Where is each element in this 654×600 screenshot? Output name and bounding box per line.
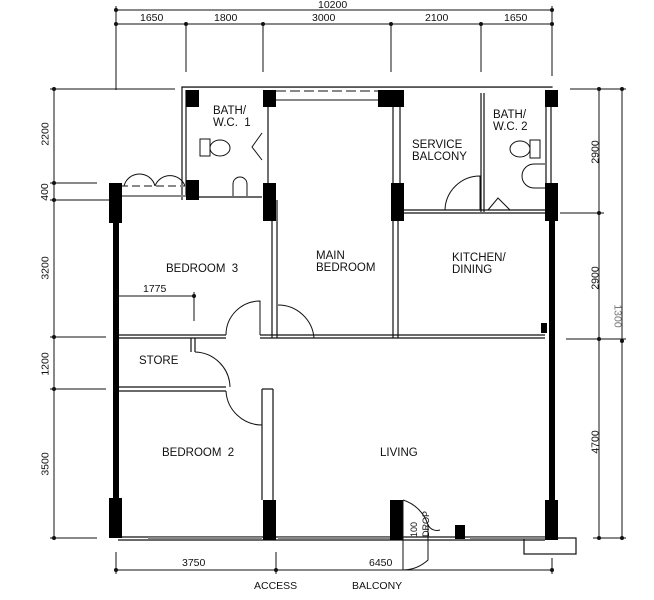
- room-service-balcony: SERVICE BALCONY: [412, 139, 467, 163]
- right-overall-dimension: 1300: [611, 304, 624, 328]
- room-bath-wc-2: BATH/ W.C. 2: [493, 109, 528, 133]
- inner-dimension: 1775: [143, 283, 167, 295]
- structural-columns: [109, 90, 558, 540]
- left-dimension-2: 400: [38, 183, 51, 201]
- access-label: ACCESS: [254, 580, 298, 592]
- right-dimension-2: 2900: [589, 266, 602, 290]
- top-dimension-5: 1650: [504, 12, 528, 24]
- room-bedroom-3: BEDROOM 3: [166, 263, 239, 275]
- left-dimension-4: 1200: [39, 352, 52, 376]
- right-dimension-3: 4700: [589, 430, 602, 454]
- top-dimension-3: 3000: [312, 12, 336, 24]
- drop-note: 100 DROP: [409, 510, 431, 537]
- top-dimension-2: 1800: [214, 12, 238, 24]
- top-dimension-1: 1650: [140, 12, 164, 24]
- overall-width-dimension: 10200: [318, 0, 348, 11]
- left-dimension-5: 3500: [39, 452, 52, 476]
- bathroom-fixtures: [199, 132, 545, 211]
- walls-thin: [118, 86, 577, 555]
- room-bath-wc-1: BATH/ W.C. 1: [213, 105, 251, 129]
- left-dimension-1: 2200: [39, 122, 52, 146]
- balcony-label: BALCONY: [352, 580, 403, 592]
- room-store: STORE: [139, 355, 179, 367]
- dimension-ticks: [52, 8, 624, 572]
- top-dimension-4: 2100: [425, 12, 449, 24]
- right-dimension-1: 2900: [589, 140, 602, 164]
- windows: [120, 90, 545, 539]
- room-bedroom-2: BEDROOM 2: [162, 447, 235, 459]
- door-swings: [123, 173, 481, 571]
- room-main-bedroom: MAIN BEDROOM: [316, 250, 376, 274]
- room-kitchen-dining: KITCHEN/ DINING: [452, 252, 506, 276]
- room-living: LIVING: [380, 447, 418, 459]
- bottom-dimension-2: 6450: [369, 557, 393, 569]
- bottom-dimension-1: 3750: [182, 557, 206, 569]
- left-dimension-3: 3200: [39, 256, 52, 280]
